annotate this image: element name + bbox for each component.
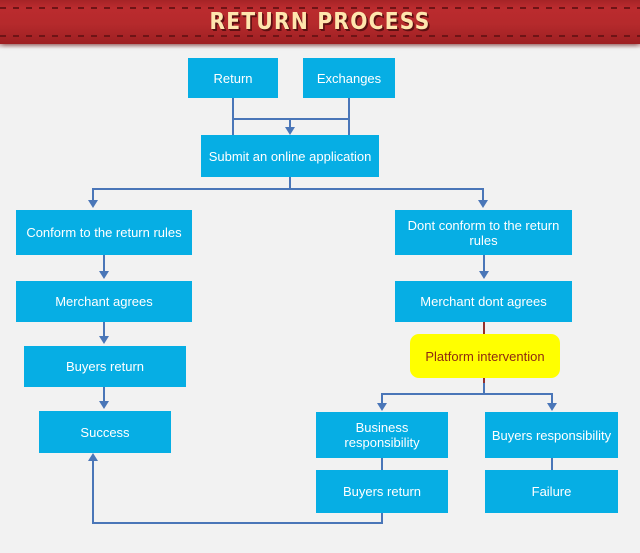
node-buyers-responsibility[interactable]: Buyers responsibility (485, 412, 618, 458)
edge-split-left-drop (92, 188, 94, 202)
edge-split-bar-platform (381, 393, 552, 395)
edge-feedback-horizontal (92, 522, 383, 524)
arrow-to-merchant-dont-agrees (479, 271, 489, 279)
node-platform-intervention[interactable]: Platform intervention (410, 334, 560, 378)
node-business-responsibility-label: Business responsibility (344, 420, 420, 450)
node-return-label: Return (213, 70, 253, 86)
edge-buyers-return-to-success (103, 387, 105, 403)
edge-platform-split-left-drop (381, 393, 383, 405)
node-dont-conform-rules[interactable]: Dont conform to the return rules (395, 210, 572, 255)
edge-business-to-buyers-return (381, 458, 383, 470)
arrow-to-merchant-agrees (99, 271, 109, 279)
node-buyers-return-right[interactable]: Buyers return (316, 470, 448, 513)
edge-platform-down-red (483, 377, 485, 385)
page-title: RETURN PROCESS (209, 9, 431, 35)
edge-merge-bar-top (232, 118, 350, 120)
arrow-to-dont-conform-rules (478, 200, 488, 208)
node-conform-rules-label: Conform to the return rules (26, 225, 182, 240)
header-banner: RETURN PROCESS (0, 0, 640, 44)
node-exchanges-label: Exchanges (316, 70, 382, 86)
edge-buyers-responsibility-to-failure (551, 458, 553, 470)
node-success[interactable]: Success (39, 411, 171, 453)
node-submit-application[interactable]: Submit an online application (201, 135, 379, 177)
arrow-to-submit-application (285, 127, 295, 135)
edge-conform-to-merchant-agrees (103, 255, 105, 273)
banner-shadow (0, 44, 640, 49)
arrow-to-conform-rules (88, 200, 98, 208)
edge-feedback-up (92, 461, 94, 522)
node-return[interactable]: Return (188, 58, 278, 98)
edge-merge-drop (289, 118, 291, 129)
edge-merchant-agrees-to-buyers-return (103, 322, 105, 338)
arrow-to-buyers-return-left (99, 336, 109, 344)
node-buyers-return-left-label: Buyers return (65, 359, 145, 374)
node-platform-intervention-label: Platform intervention (425, 348, 545, 364)
node-failure[interactable]: Failure (485, 470, 618, 513)
node-buyers-return-right-label: Buyers return (342, 484, 422, 499)
arrow-to-buyers-responsibility (547, 403, 557, 411)
edge-platform-down (483, 383, 485, 394)
edge-merchant-dont-agrees-to-platform (483, 322, 485, 336)
edge-split-bar-main (92, 188, 483, 190)
node-buyers-responsibility-label: Buyers responsibility (491, 427, 612, 443)
node-buyers-return-left[interactable]: Buyers return (24, 346, 186, 387)
node-merchant-dont-agrees[interactable]: Merchant dont agrees (395, 281, 572, 322)
node-submit-application-label: Submit an online application (208, 148, 372, 164)
node-success-label: Success (80, 424, 130, 440)
node-conform-rules[interactable]: Conform to the return rules (16, 210, 192, 255)
edge-feedback-down (381, 513, 383, 524)
arrow-to-business-responsibility (377, 403, 387, 411)
edge-dont-conform-to-merchant-dont-agrees (483, 255, 485, 273)
node-merchant-agrees-label: Merchant agrees (55, 294, 153, 309)
arrow-feedback-to-success (88, 453, 98, 461)
edge-submit-down (289, 177, 291, 189)
banner-stitch-bottom (0, 35, 640, 37)
node-business-responsibility[interactable]: Business responsibility (316, 412, 448, 458)
arrow-to-success (99, 401, 109, 409)
node-failure-label: Failure (531, 484, 572, 499)
banner-stitch-top (0, 7, 640, 9)
edge-platform-split-right-drop (551, 393, 553, 405)
node-dont-conform-rules-label: Dont conform to the return rules (407, 217, 560, 248)
node-merchant-dont-agrees-label: Merchant dont agrees (420, 294, 547, 309)
edge-split-right-drop (482, 188, 484, 202)
node-exchanges[interactable]: Exchanges (303, 58, 395, 98)
node-merchant-agrees[interactable]: Merchant agrees (16, 281, 192, 322)
